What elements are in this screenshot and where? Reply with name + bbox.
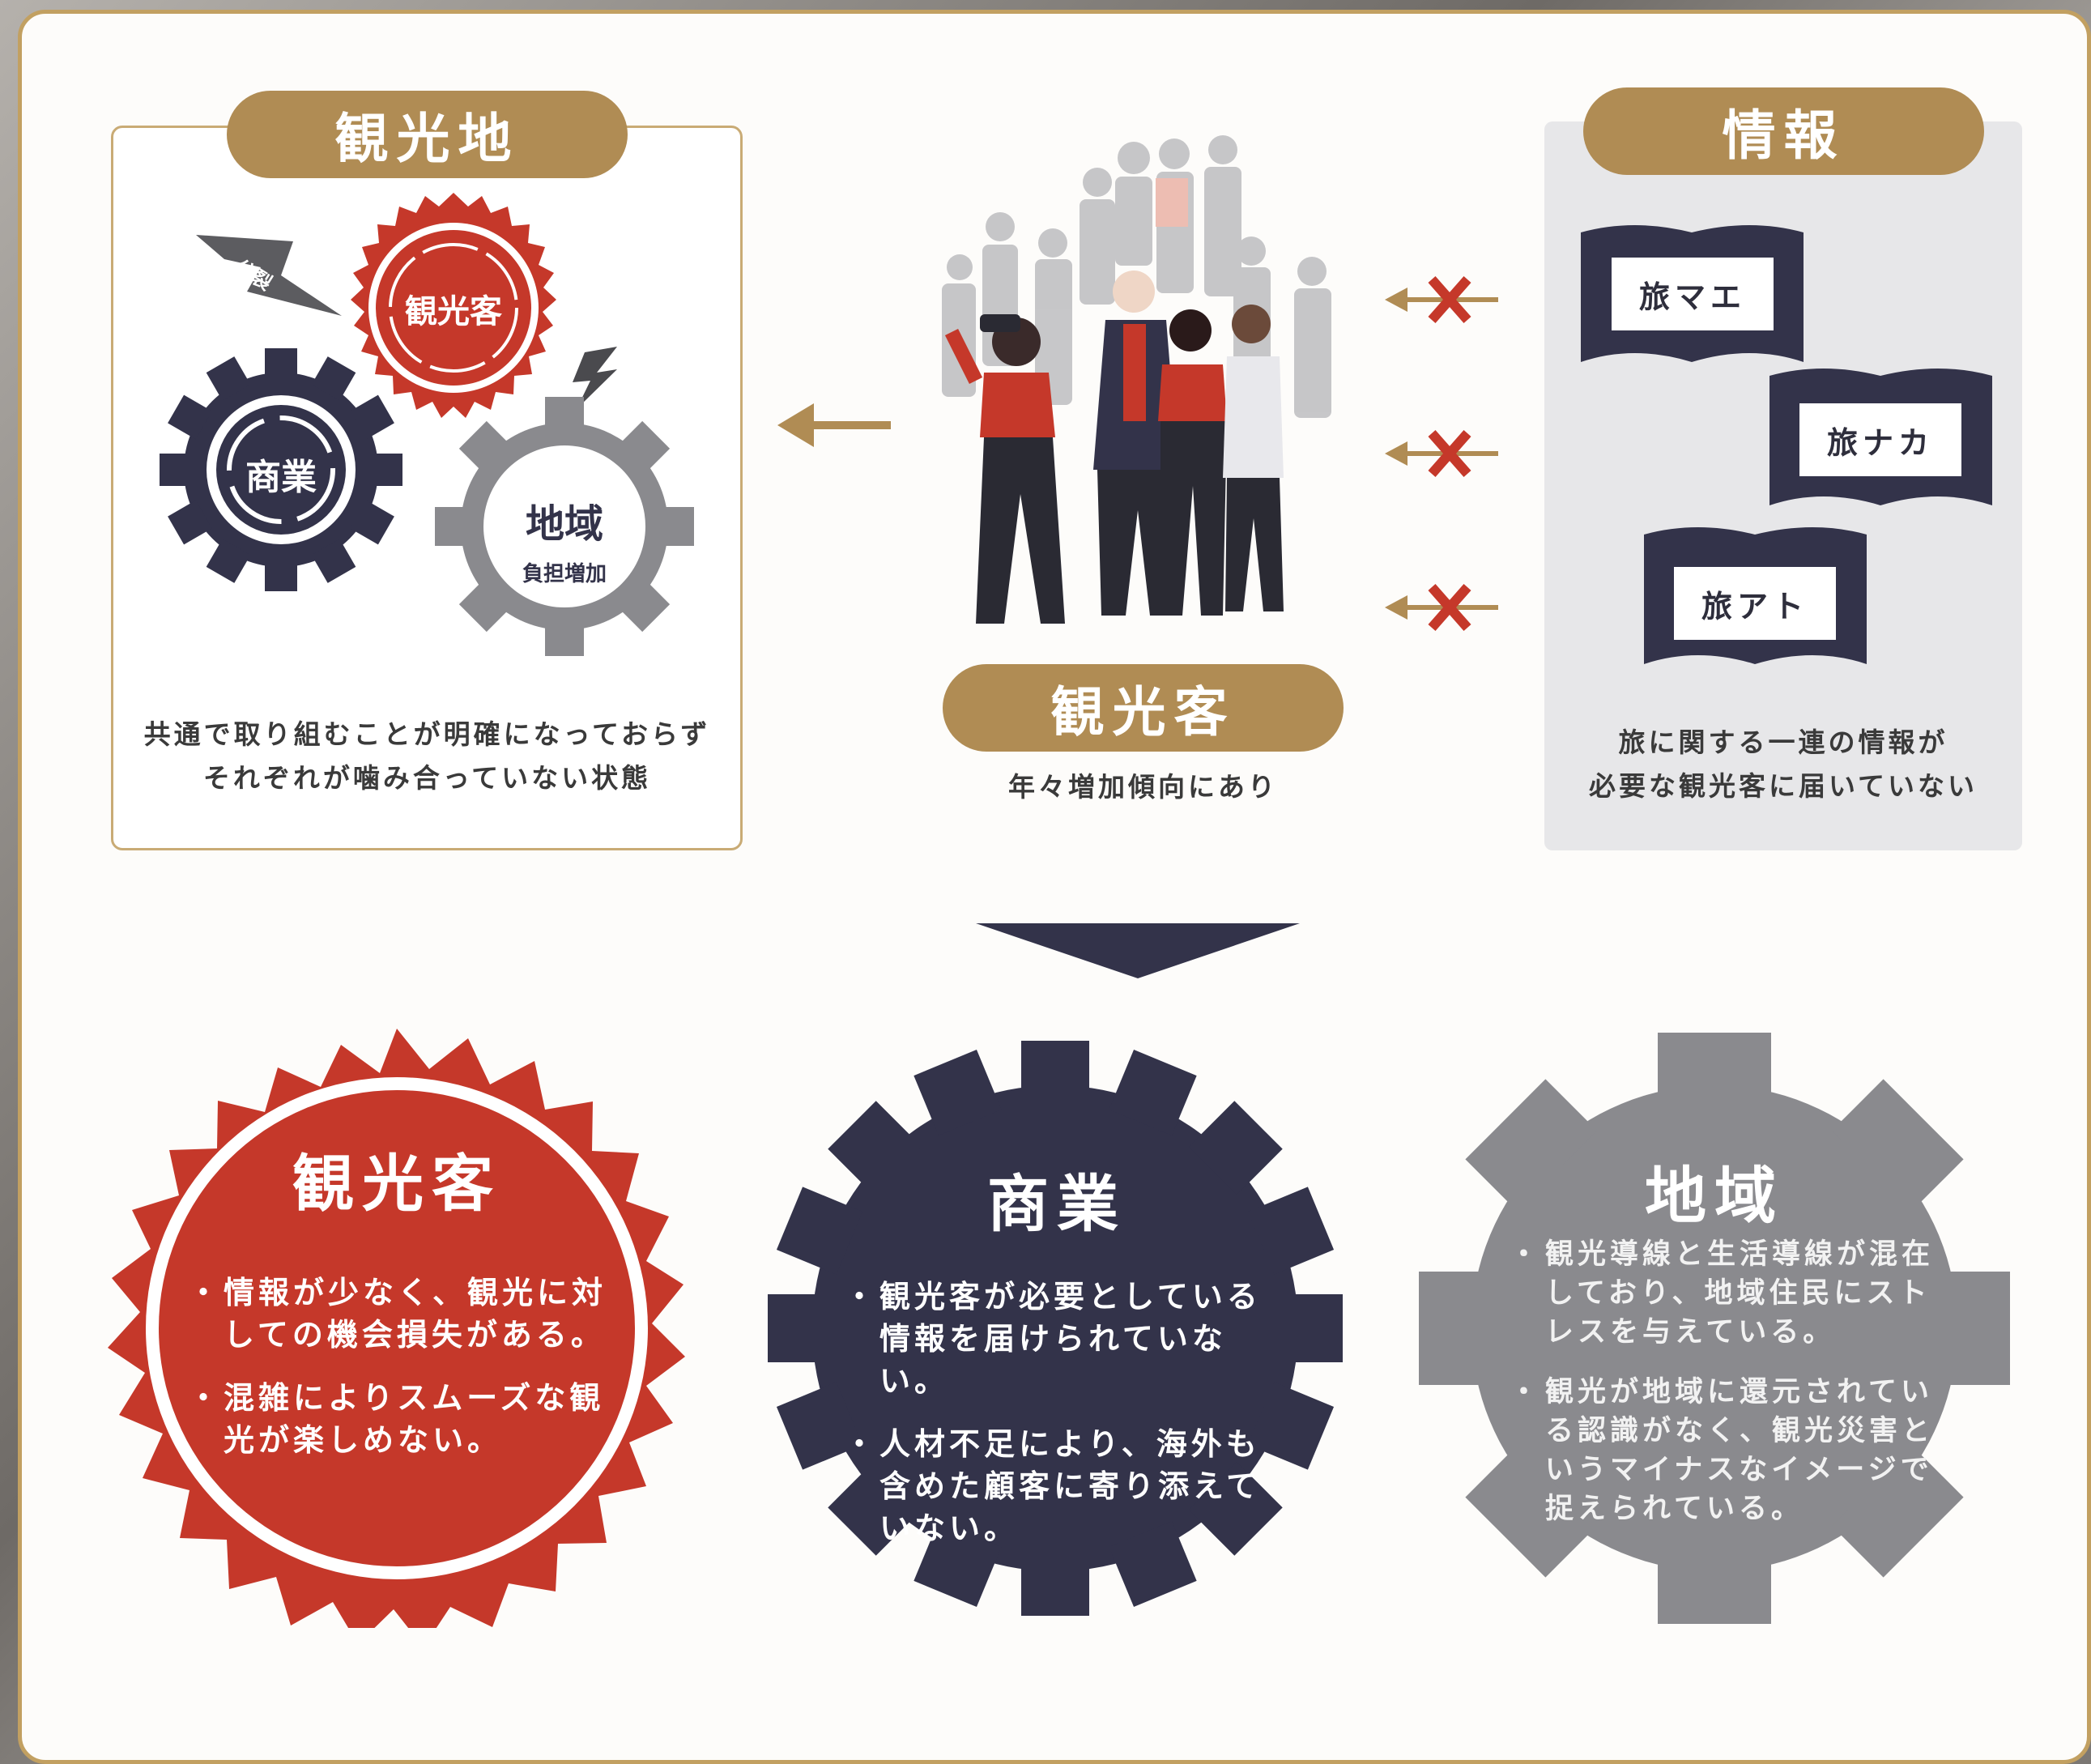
information-caption-line2: 必要な観光客に届いていない [1588,770,1978,802]
information-title: 情報 [1583,87,1984,175]
tourist-badge [351,193,556,418]
tourist-site-caption: 共通で取り組むことが明確になっておらず それぞれが噛み合っていない状態 [113,713,741,800]
outcome-commerce-title: 商業 [987,1168,1126,1240]
gear-region-sublabel: 負担増加 [522,562,607,586]
outcome-commerce-bullet: 人材不足により、海外も含めた顧客に寄り添えていない。 [844,1423,1280,1549]
information-caption-line1: 旅に関する一連の情報が [1618,726,1948,758]
tourist-site-title: 観光地 [227,91,628,178]
book-label-after: 旅アト [1674,567,1836,640]
front-tourists [944,271,1284,624]
gear-commerce-label: 商業 [245,457,317,498]
book-label-before: 旅マエ [1612,258,1774,330]
region-gear [435,397,694,656]
outcome-tourist-bullet: 混雑によりスムーズな観光が楽しめない。 [188,1377,632,1461]
left-arrow-icon [777,403,891,447]
outcome-commerce-bullet: 観光客が必要としている情報を届けられていない。 [844,1276,1280,1402]
gear-region-label: 地域 [525,501,603,547]
outcome-region-bullet: 観光が地域に還元されている認識がなく、観光災害というマイナスなイメージで捉えられ… [1510,1373,1953,1528]
gears-illustration [160,193,694,656]
outcome-region-bullet: 観光導線と生活導線が混在しており、地域住民にストレスを与えている。 [1510,1235,1953,1352]
blocked-arrow-icon-2 [1385,430,1498,477]
book-label-during: 旅ナカ [1799,403,1961,476]
outcome-commerce-bullets: 観光客が必要としている情報を届けられていない。 人材不足により、海外も含めた顧客… [844,1276,1280,1570]
small-bolt-icon [573,347,617,409]
commerce-gear [160,348,402,591]
outcome-tourist-bullets: 情報が少なく、観光に対しての機会損失がある。 混雑によりスムーズな観光が楽しめな… [188,1272,632,1482]
outcome-tourist-bullet: 情報が少なく、観光に対しての機会損失がある。 [188,1272,632,1356]
tourist-site-caption-line2: それぞれが噛み合っていない状態 [202,762,652,794]
split-bolt-icon [196,235,342,316]
down-arrow-icon [976,923,1300,978]
tourists-caption: 年々増加傾向にあり [1008,771,1278,803]
outcome-tourist-title: 観光客 [292,1148,501,1220]
blocked-arrow-icon-3 [1385,584,1498,631]
outcome-region-title: 地域 [1645,1160,1784,1232]
tourist-site-caption-line1: 共通で取り組むことが明確になっておらず [143,718,711,750]
crowd-illustration [942,135,1331,624]
gear-tourist-label: 観光客 [405,293,502,330]
tourists-title: 観光客 [943,664,1344,752]
blocked-arrow-icon-1 [1385,276,1498,323]
information-caption: 旅に関する一連の情報が 必要な観光客に届いていない [1544,721,2022,808]
outcome-region-bullets: 観光導線と生活導線が混在しており、地域住民にストレスを与えている。 観光が地域に… [1510,1235,1953,1549]
